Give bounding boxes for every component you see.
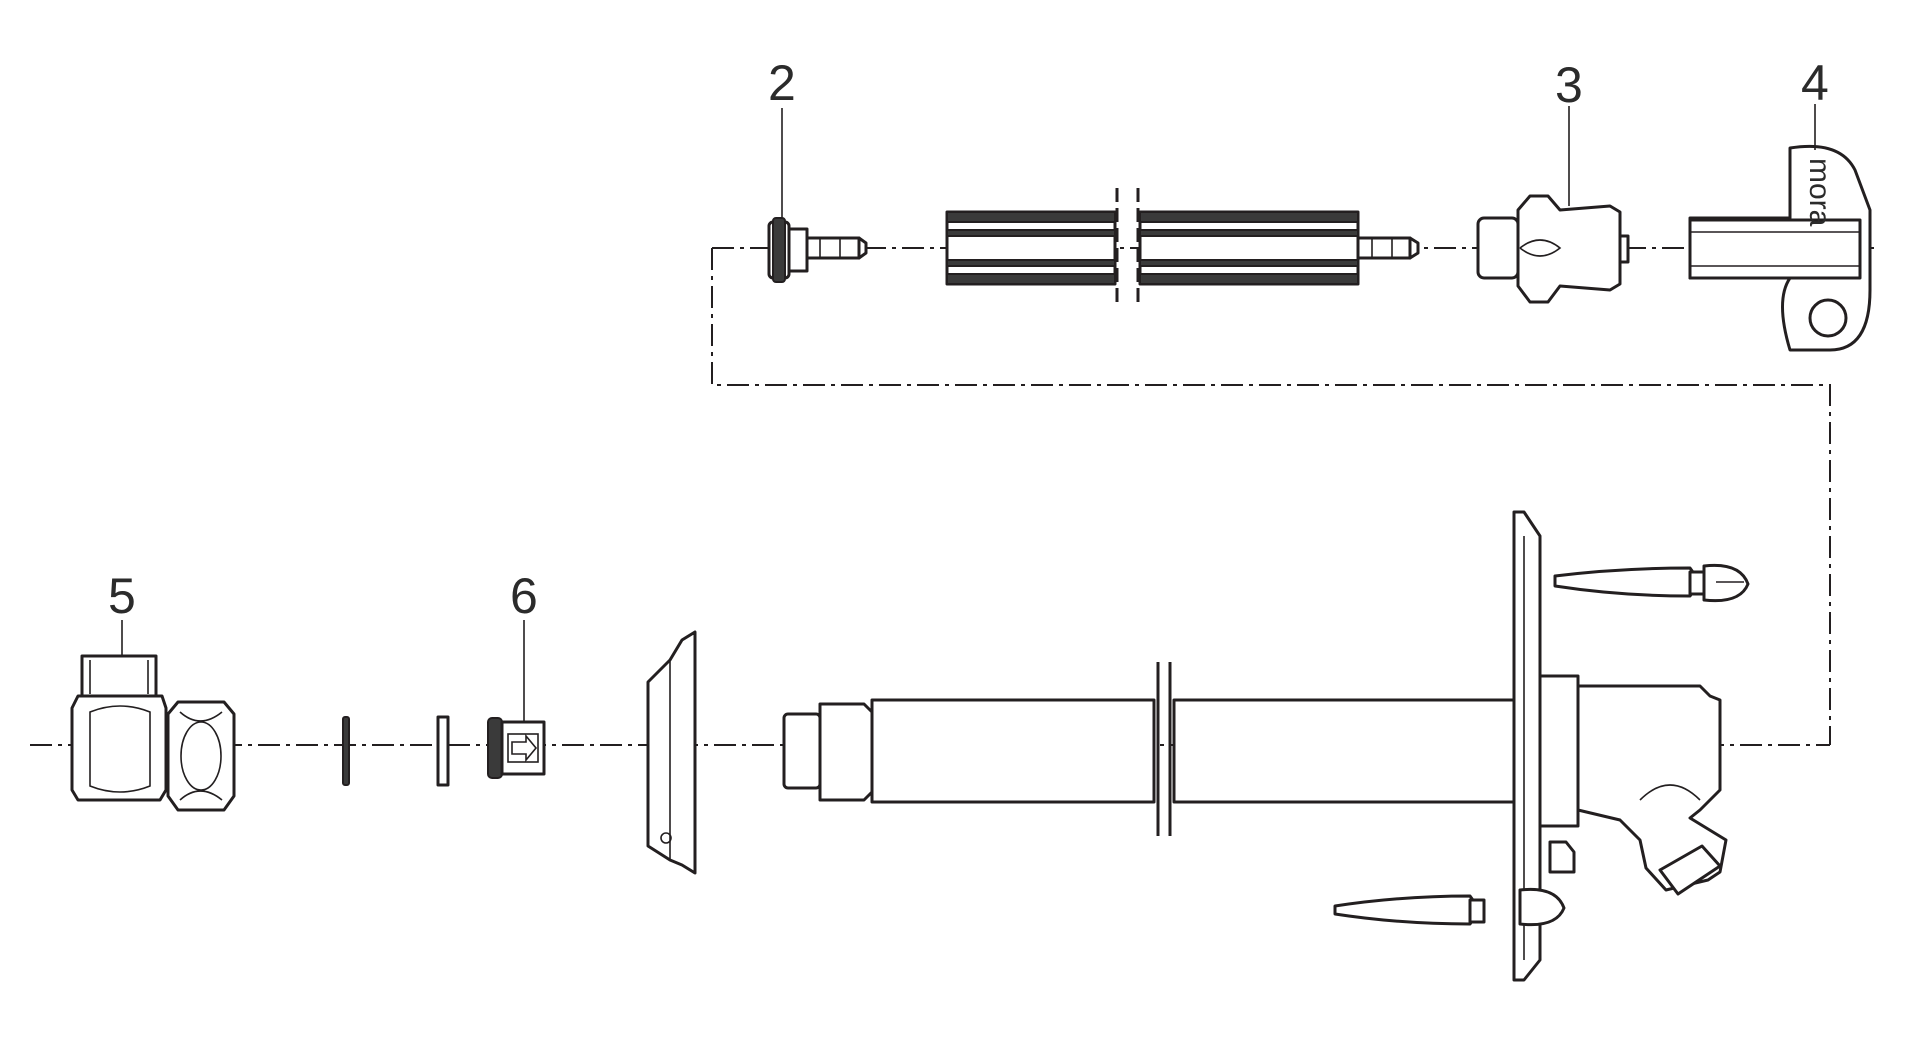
wall-rosette [646,630,697,875]
mounting-screw-top [1553,563,1750,603]
spindle-extension [945,188,1420,302]
part-4-key: mora [1688,144,1872,352]
callout-2: 2 [768,55,796,111]
callout-3: 3 [1555,57,1583,113]
part-6-strainer [487,717,546,779]
callout-4: 4 [1801,55,1829,111]
callout-5: 5 [108,568,136,624]
callout-leaders [121,104,1816,722]
faucet-spout-head [1538,674,1728,896]
faucet-body-pipe [782,662,1522,836]
flat-washer [436,715,450,787]
callout-6: 6 [510,568,538,624]
mounting-screw-bottom [1333,887,1566,927]
part-2-spindle [767,217,868,283]
o-ring-seal [342,716,350,786]
part-5-elbow-fitting [70,654,236,812]
center-axis-lines [30,247,1880,746]
key-brand-text: mora [1803,158,1836,227]
retaining-clip [1548,840,1576,874]
part-3-bonnet-nut [1476,194,1630,304]
